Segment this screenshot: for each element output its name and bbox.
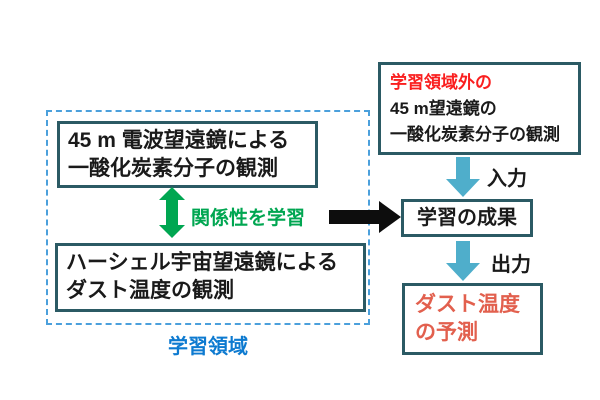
outside-region-box: 学習領域外の 45 m望遠鏡の 一酸化炭素分子の観測 <box>378 62 581 155</box>
input-label: 入力 <box>487 168 527 190</box>
relation-label: 関係性を学習 <box>191 208 306 229</box>
learn-arrow-icon <box>329 201 401 233</box>
outside-region-line3: 一酸化炭素分子の観測 <box>390 125 560 144</box>
dust-prediction-line2: の予測 <box>415 321 478 344</box>
co-observation-box: 45 m 電波望遠鏡による 一酸化炭素分子の観測 <box>57 121 318 188</box>
output-arrow-icon <box>446 241 480 281</box>
input-arrow-icon <box>446 157 480 197</box>
co-observation-line1: 45 m 電波望遠鏡による <box>68 129 290 152</box>
learning-result-label: 学習の成果 <box>417 207 517 229</box>
dust-prediction-box: ダスト温度 の予測 <box>402 283 543 355</box>
output-label: 出力 <box>491 254 531 276</box>
dust-observation-box: ハーシェル宇宙望遠鏡による ダスト温度の観測 <box>55 243 366 312</box>
dust-prediction-line1: ダスト温度 <box>415 293 520 316</box>
learning-result-box: 学習の成果 <box>401 199 533 237</box>
dust-observation-line1: ハーシェル宇宙望遠鏡による <box>66 251 338 274</box>
outside-region-line2: 45 m望遠鏡の <box>390 99 497 118</box>
training-region-label: 学習領域 <box>168 336 248 358</box>
relation-double-arrow-icon <box>159 187 185 238</box>
co-observation-line2: 一酸化炭素分子の観測 <box>68 157 278 180</box>
outside-region-line1: 学習領域外の <box>390 73 492 92</box>
dust-observation-line2: ダスト温度の観測 <box>66 279 234 302</box>
